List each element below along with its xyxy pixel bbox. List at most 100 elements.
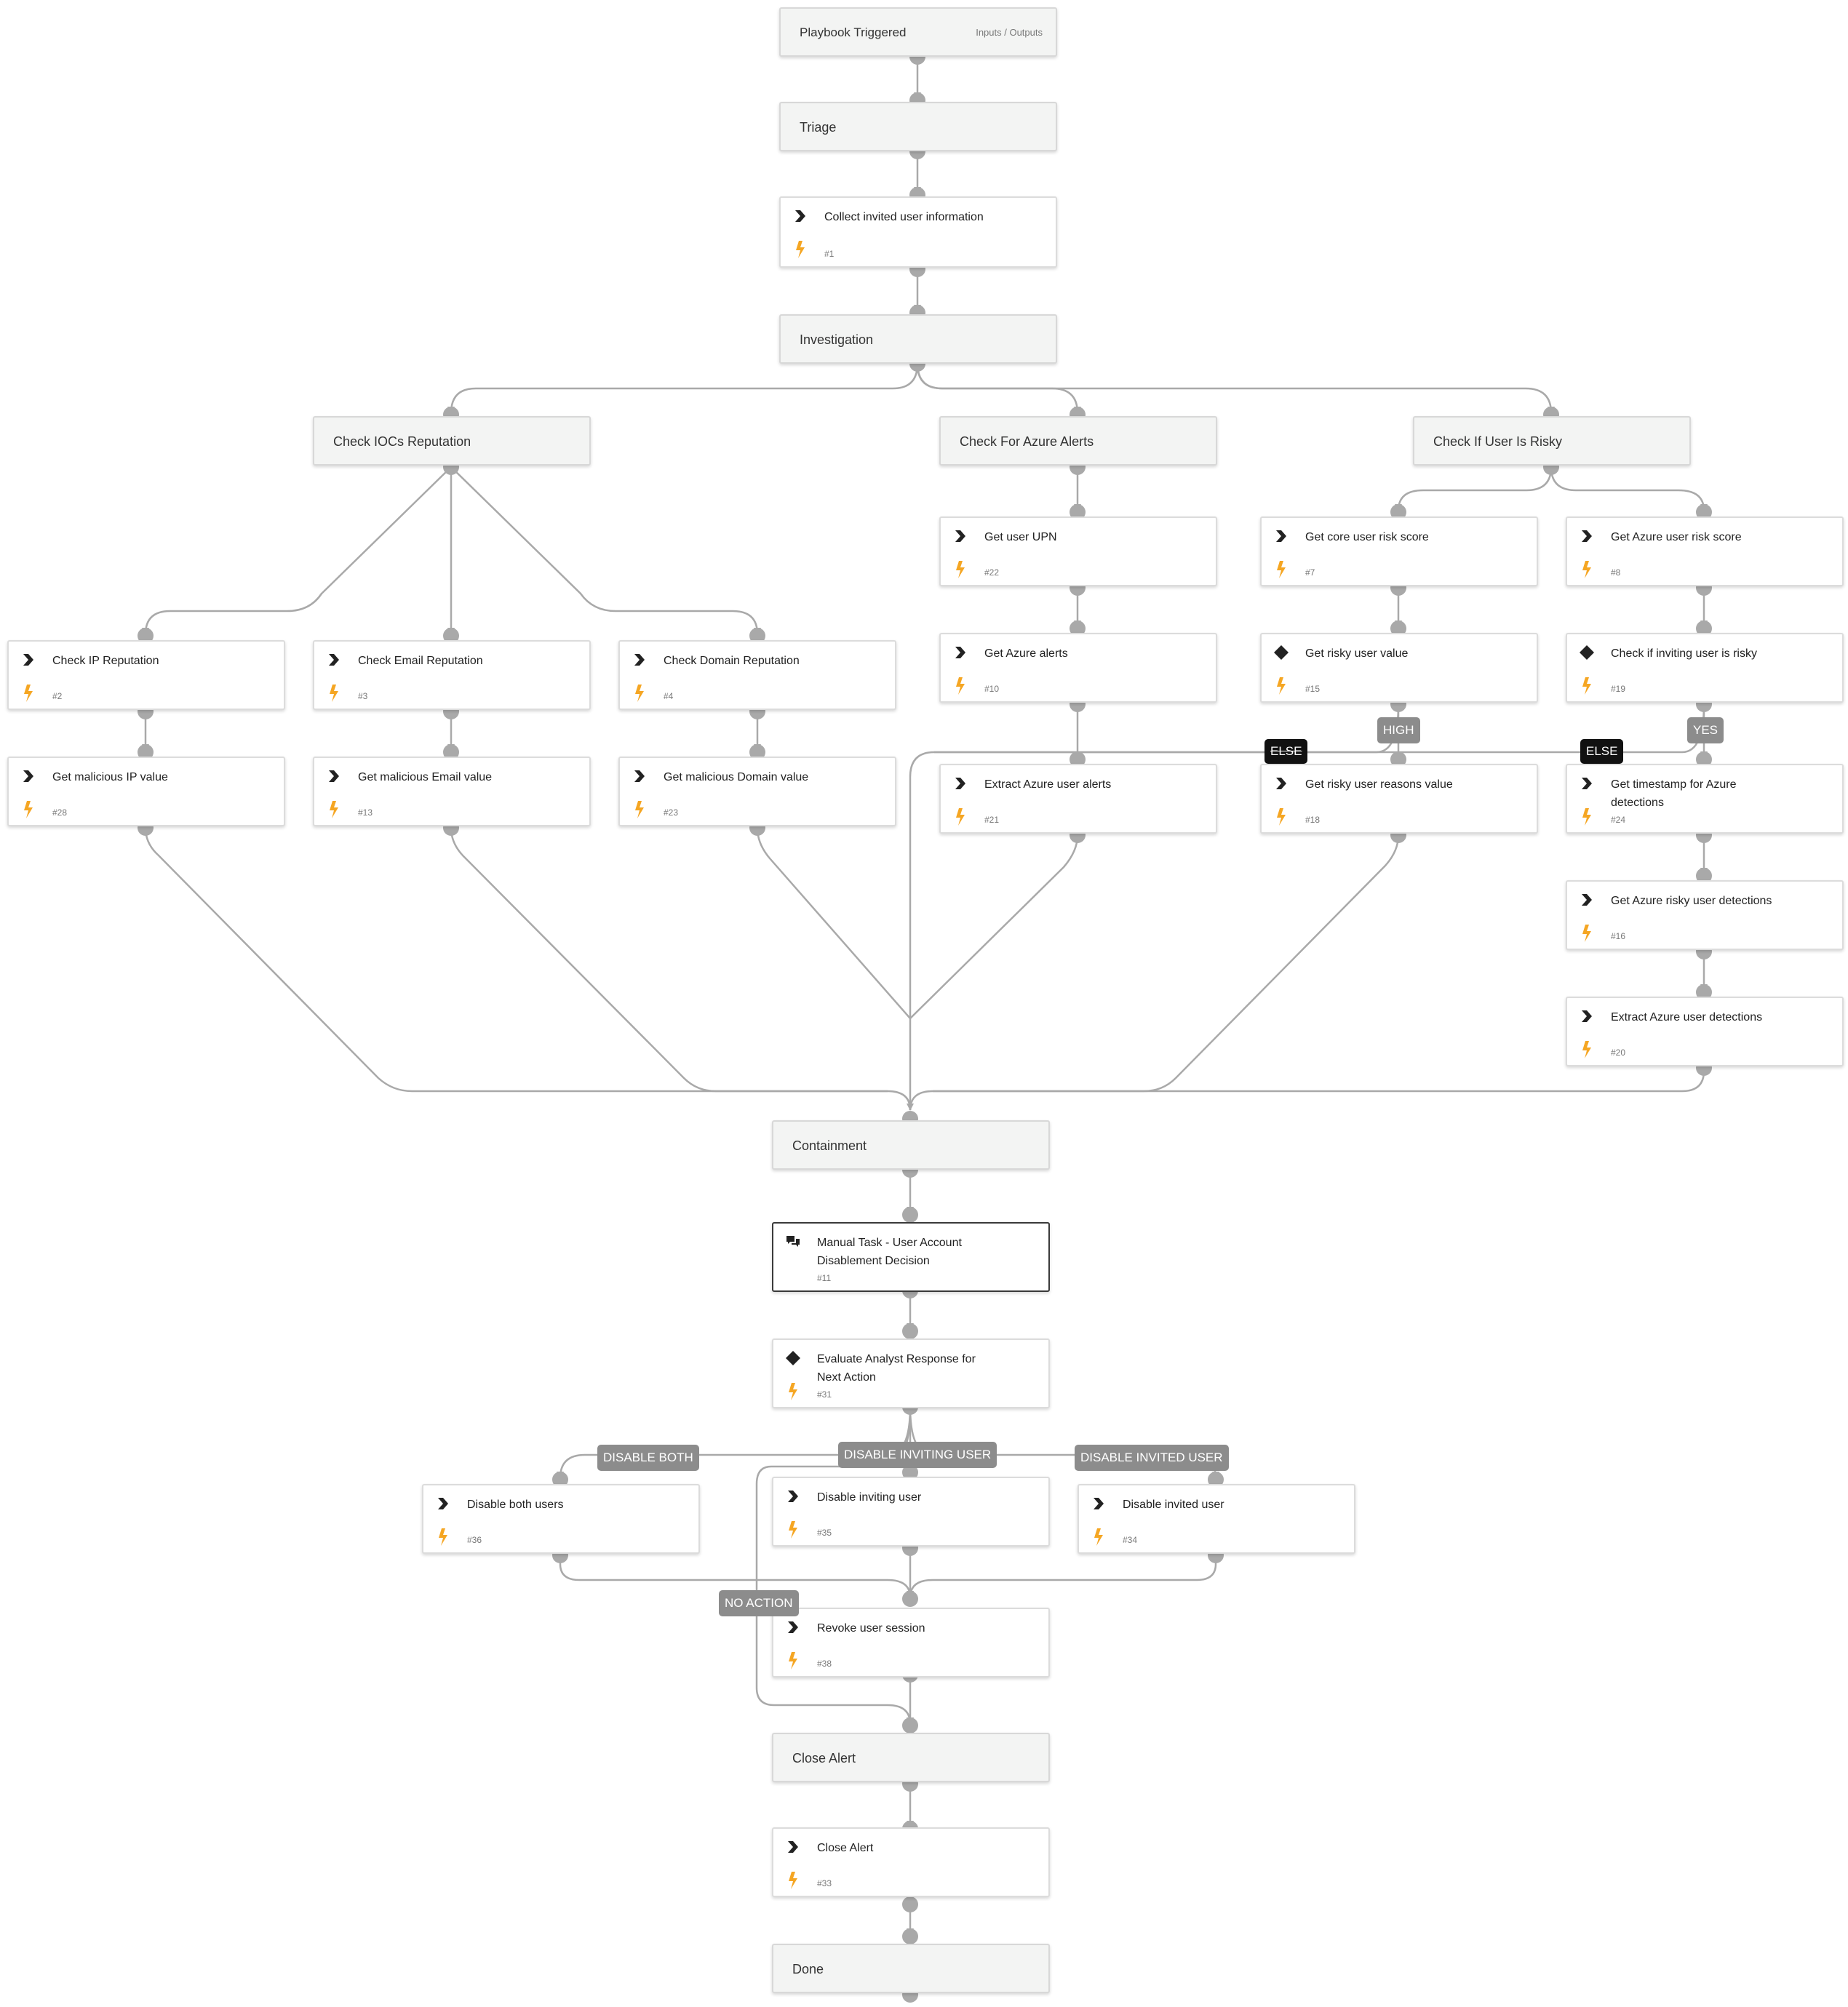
task-title: Close Alert	[817, 1842, 874, 1854]
chevron-right-icon	[788, 1621, 798, 1633]
section-triage[interactable]: Triage	[779, 102, 1057, 151]
task-check-domain-reputation[interactable]: Check Domain Reputation #4	[618, 640, 896, 710]
chevron-right-icon	[329, 654, 339, 666]
condition-label-else[interactable]: ELSE	[1264, 739, 1308, 764]
section-done[interactable]: Done	[772, 1944, 1050, 1993]
task-check-inviting-user-risky[interactable]: Check if inviting user is risky #19	[1566, 633, 1844, 703]
task-title: Get timestamp for Azure detections	[1611, 778, 1737, 809]
task-get-user-upn[interactable]: Get user UPN #22	[939, 516, 1217, 586]
task-get-azure-risky-user-detections[interactable]: Get Azure risky user detections #16	[1566, 880, 1844, 950]
task-title: Get Azure risky user detections	[1611, 895, 1772, 907]
task-title: Check Domain Reputation	[664, 655, 800, 667]
lightning-bolt-icon	[956, 677, 965, 695]
task-id: #7	[1305, 567, 1315, 578]
task-evaluate-analyst-response[interactable]: Evaluate Analyst Response for Next Actio…	[772, 1338, 1050, 1408]
task-disable-both-users[interactable]: Disable both users #36	[422, 1484, 700, 1554]
section-check-user-risky[interactable]: Check If User Is Risky	[1413, 416, 1691, 466]
task-id: #28	[52, 807, 68, 818]
task-get-malicious-email[interactable]: Get malicious Email value #13	[313, 757, 591, 826]
task-id: #24	[1611, 815, 1626, 825]
condition-label-disable-both[interactable]: DISABLE BOTH	[597, 1445, 699, 1471]
task-title: Check if inviting user is risky	[1611, 647, 1757, 660]
condition-label-disable-invited-user[interactable]: DISABLE INVITED USER	[1075, 1445, 1229, 1471]
task-title: Get user UPN	[984, 531, 1057, 543]
inputs-outputs-link[interactable]: Inputs / Outputs	[976, 27, 1043, 38]
task-id: #38	[817, 1659, 832, 1669]
task-id: #23	[664, 807, 679, 818]
lightning-bolt-icon	[330, 801, 338, 818]
chevron-right-icon	[955, 647, 965, 658]
task-extract-azure-user-alerts[interactable]: Extract Azure user alerts #21	[939, 764, 1217, 834]
lightning-bolt-icon	[1094, 1528, 1103, 1546]
task-title: Revoke user session	[817, 1622, 925, 1635]
task-check-email-reputation[interactable]: Check Email Reputation #3	[313, 640, 591, 710]
task-extract-azure-user-detections[interactable]: Extract Azure user detections #20	[1566, 997, 1844, 1066]
task-close-alert[interactable]: Close Alert #33	[772, 1827, 1050, 1897]
task-title: Disable invited user	[1123, 1499, 1224, 1511]
lightning-bolt-icon	[1582, 677, 1591, 695]
lightning-bolt-icon	[1582, 925, 1591, 942]
task-id: #10	[984, 684, 1000, 694]
task-get-azure-alerts[interactable]: Get Azure alerts #10	[939, 633, 1217, 703]
condition-label-disable-inviting-user[interactable]: DISABLE INVITING USER	[838, 1442, 997, 1468]
lightning-bolt-icon	[24, 801, 33, 818]
chevron-right-icon	[788, 1841, 798, 1853]
task-title: Get malicious Email value	[358, 771, 493, 783]
condition-label-no-action[interactable]: NO ACTION	[719, 1590, 799, 1616]
section-title: Triage	[800, 120, 837, 135]
section-close-alert[interactable]: Close Alert	[772, 1733, 1050, 1782]
lightning-bolt-icon	[796, 241, 805, 258]
section-title: Investigation	[800, 332, 874, 347]
task-title: Get Azure alerts	[984, 647, 1068, 660]
chevron-right-icon	[1094, 1498, 1104, 1509]
condition-label-high[interactable]: HIGH	[1377, 717, 1420, 743]
task-id: #20	[1611, 1048, 1626, 1058]
task-title: Extract Azure user detections	[1611, 1011, 1763, 1024]
section-title: Check IOCs Reputation	[333, 434, 471, 449]
lightning-bolt-icon	[635, 685, 644, 702]
task-id: #34	[1123, 1535, 1138, 1545]
task-title: Extract Azure user alerts	[984, 778, 1112, 791]
task-collect-invited-user-info[interactable]: Collect invited user information #1	[779, 196, 1057, 268]
lightning-bolt-icon	[789, 1521, 797, 1539]
task-id: #13	[358, 807, 373, 818]
task-id: #11	[817, 1273, 832, 1283]
task-disable-inviting-user[interactable]: Disable inviting user #35	[772, 1477, 1050, 1547]
condition-label-yes[interactable]: YES	[1687, 717, 1724, 743]
section-check-iocs-reputation[interactable]: Check IOCs Reputation	[313, 416, 591, 466]
playbook-trigger[interactable]: Playbook Triggered Inputs / Outputs	[779, 7, 1057, 57]
section-title: Close Alert	[792, 1751, 856, 1765]
task-get-timestamp-azure-detections[interactable]: Get timestamp for Azure detections #24	[1566, 764, 1844, 834]
section-check-azure-alerts[interactable]: Check For Azure Alerts	[939, 416, 1217, 466]
task-id: #35	[817, 1528, 832, 1538]
task-id: #22	[984, 567, 1000, 578]
lightning-bolt-icon	[439, 1528, 447, 1546]
task-title: Get malicious IP value	[52, 771, 168, 783]
task-title: Get Azure user risk score	[1611, 531, 1742, 543]
task-get-azure-user-risk-score[interactable]: Get Azure user risk score #8	[1566, 516, 1844, 586]
task-id: #31	[817, 1389, 832, 1400]
section-investigation[interactable]: Investigation	[779, 314, 1057, 364]
task-disable-invited-user[interactable]: Disable invited user #34	[1078, 1484, 1355, 1554]
task-id: #2	[52, 691, 63, 701]
lightning-bolt-icon	[1277, 677, 1286, 695]
lightning-bolt-icon	[789, 1872, 797, 1889]
task-title: Get risky user value	[1305, 647, 1409, 660]
task-get-core-user-risk-score[interactable]: Get core user risk score #7	[1260, 516, 1538, 586]
task-get-risky-user-value[interactable]: Get risky user value #15	[1260, 633, 1538, 703]
task-id: #19	[1611, 684, 1626, 694]
section-containment[interactable]: Containment	[772, 1120, 1050, 1170]
task-get-malicious-ip[interactable]: Get malicious IP value #28	[7, 757, 285, 826]
task-id: #21	[984, 815, 1000, 825]
task-check-ip-reputation[interactable]: Check IP Reputation #2	[7, 640, 285, 710]
task-revoke-user-session[interactable]: Revoke user session #38	[772, 1608, 1050, 1677]
task-manual-disablement-decision[interactable]: Manual Task - User Account Disablement D…	[772, 1222, 1050, 1292]
chevron-right-icon	[634, 654, 645, 666]
condition-label-else[interactable]: ELSE	[1580, 739, 1624, 764]
task-title: Disable both users	[467, 1499, 564, 1511]
lightning-bolt-icon	[330, 685, 338, 702]
task-get-malicious-domain[interactable]: Get malicious Domain value #23	[618, 757, 896, 826]
task-get-risky-user-reasons[interactable]: Get risky user reasons value #18	[1260, 764, 1538, 834]
task-id: #15	[1305, 684, 1321, 694]
lightning-bolt-icon	[1582, 808, 1591, 826]
